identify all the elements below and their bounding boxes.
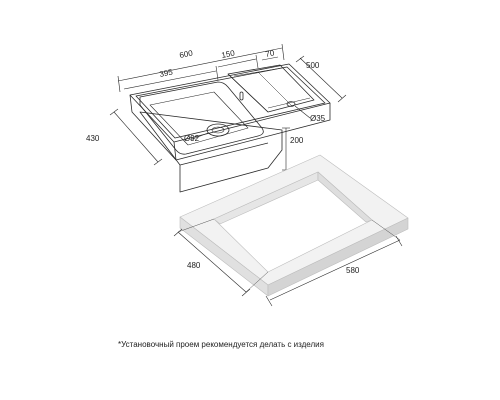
dim-bowl-width: 395 xyxy=(159,67,174,78)
countertop-top xyxy=(179,154,409,286)
overflow-slot xyxy=(239,91,244,101)
drainer-surface xyxy=(227,64,315,113)
cutout-inner-wall-right xyxy=(317,171,373,223)
sink-dimension-lines xyxy=(109,43,347,171)
drain-hole xyxy=(206,123,230,137)
drainer-step-1 xyxy=(227,73,269,113)
sink-body-left xyxy=(129,94,177,161)
sink-tub-edge xyxy=(179,142,269,166)
dim-overall-width: 600 xyxy=(179,48,194,59)
cutout-dimension-labels: 480 580 xyxy=(187,261,360,275)
installation-note: *Установочный проем рекомендуется делать… xyxy=(118,340,324,349)
drain-hole-inner xyxy=(211,126,225,134)
dim-depth: 500 xyxy=(306,61,320,70)
dim-edge-offset: 70 xyxy=(265,48,276,59)
sink-bowl xyxy=(139,81,264,155)
dim-front-height: 430 xyxy=(86,134,100,143)
tap-hole xyxy=(286,101,296,107)
drainer-step-2 xyxy=(257,71,293,107)
cutout-dimension-lines xyxy=(173,218,403,307)
sink-drawing xyxy=(129,63,331,193)
sink-tub-outline xyxy=(139,111,283,193)
dim-bowl-depth: 200 xyxy=(290,136,304,145)
dim-cutout-width: 580 xyxy=(346,266,360,275)
sink-bowl-inner xyxy=(149,91,249,146)
dim-drain-diameter: Ø92 xyxy=(184,134,200,143)
dim-tap-hole-diameter: Ø35 xyxy=(310,114,326,123)
countertop-side-right xyxy=(267,217,409,297)
sink-body-front xyxy=(175,103,331,161)
countertop-drawing xyxy=(179,154,409,297)
sink-dimension-labels: 600 395 150 70 500 430 200 Ø92 Ø35 xyxy=(86,48,326,145)
dim-cutout-depth: 480 xyxy=(187,261,201,270)
dim-drainer-width: 150 xyxy=(221,48,236,59)
sink-rim-inner xyxy=(135,66,326,139)
